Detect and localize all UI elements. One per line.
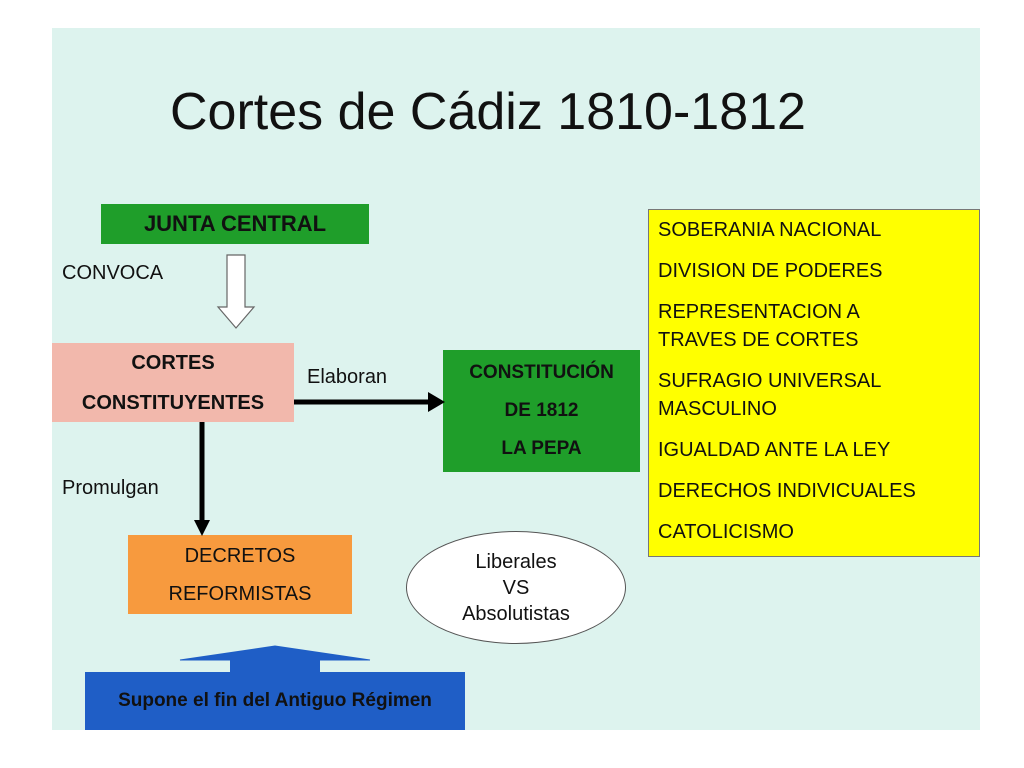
- slide-title: Cortes de Cádiz 1810-1812: [170, 83, 806, 141]
- principle-item: REPRESENTACION A TRAVES DE CORTES: [658, 301, 860, 351]
- constitucion-line-1: CONSTITUCIÓN: [469, 362, 614, 383]
- principle-item: DERECHOS INDIVICUALES: [658, 480, 916, 502]
- elaboran-arrowhead: [428, 392, 445, 412]
- fin-antiguo-regimen-arrow-stem: [230, 655, 320, 673]
- promulgan-label: Promulgan: [62, 477, 159, 499]
- cortes-line-2: CONSTITUYENTES: [81, 391, 265, 414]
- principle-item: SUFRAGIO UNIVERSAL MASCULINO: [658, 370, 882, 420]
- principle-item: DIVISION DE PODERES: [658, 260, 883, 282]
- ellipse-line-3: Absolutistas: [462, 602, 570, 625]
- principle-item: SOBERANIA NACIONAL: [658, 219, 882, 241]
- junta-central-label: JUNTA CENTRAL: [143, 211, 327, 236]
- constitucion-line-3: LA PEPA: [501, 438, 582, 459]
- principle-item: CATOLICISMO: [658, 521, 794, 543]
- promulgan-arrowhead: [194, 520, 210, 536]
- ellipse-line-2: VS: [502, 576, 530, 599]
- cortes-constituyentes-box: CORTES CONSTITUYENTES: [52, 343, 294, 422]
- fin-antiguo-regimen-label: Supone el fin del Antiguo Régimen: [118, 690, 432, 711]
- cortes-line-1: CORTES: [131, 351, 215, 374]
- elaboran-label: Elaboran: [307, 366, 388, 388]
- decretos-line-2: REFORMISTAS: [168, 582, 312, 605]
- constitucion-line-2: DE 1812: [504, 400, 579, 421]
- convoca-label: CONVOCA: [62, 262, 164, 284]
- decretos-line-1: DECRETOS: [184, 544, 296, 567]
- decretos-reformistas-box: DECRETOS REFORMISTAS: [128, 535, 352, 614]
- fin-antiguo-regimen-banner: Supone el fin del Antiguo Régimen: [85, 672, 465, 730]
- constitucion-box: CONSTITUCIÓN DE 1812 LA PEPA: [443, 350, 640, 472]
- liberales-vs-absolutistas-ellipse: Liberales VS Absolutistas: [406, 531, 626, 644]
- ellipse-line-1: Liberales: [475, 550, 557, 573]
- junta-central-box: JUNTA CENTRAL: [101, 204, 369, 244]
- convoca-arrow: [216, 254, 256, 329]
- principle-item: IGUALDAD ANTE LA LEY: [658, 439, 891, 461]
- principles-box: SOBERANIA NACIONAL DIVISION DE PODERES R…: [648, 209, 980, 557]
